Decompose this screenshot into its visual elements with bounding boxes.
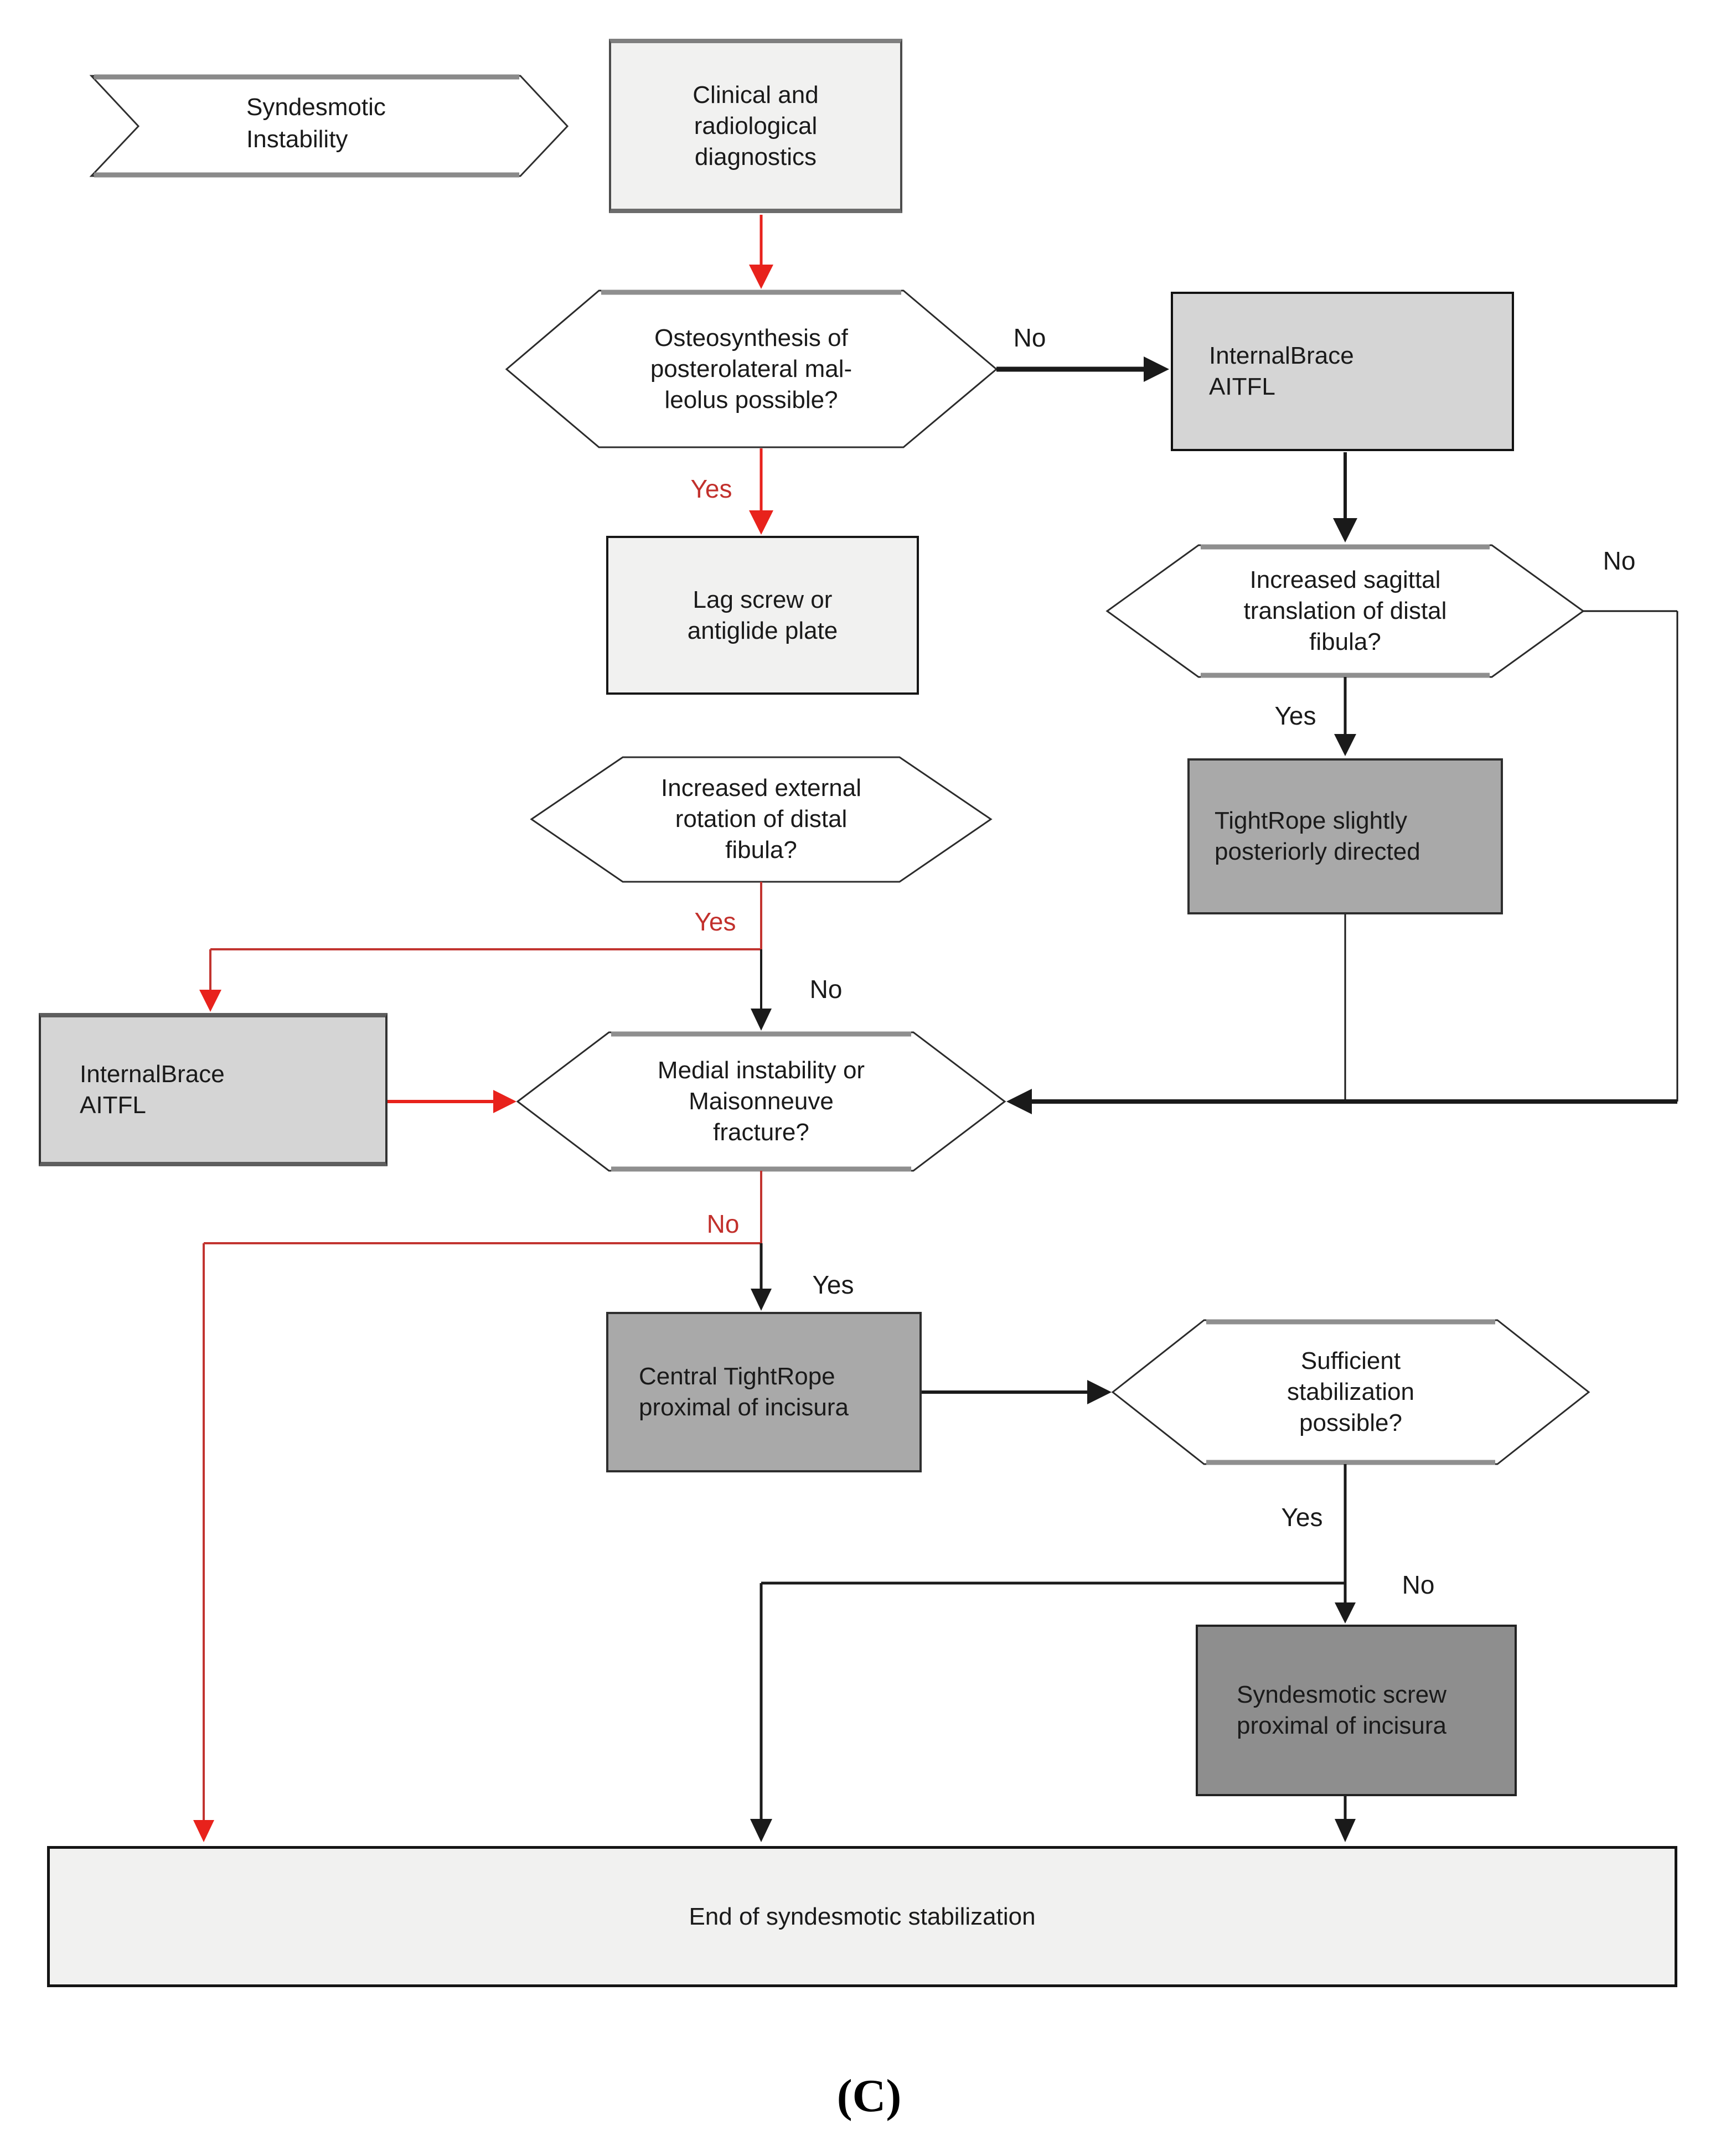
connector-central-to-sufficient [922,1380,1112,1404]
node-lag-screw: Lag screw or antiglide plate [606,536,919,695]
node-end-bar: End of syndesmotic stabilization [47,1846,1677,1987]
hexagon-sagittal-label: Increased sagittal translation of distal… [1243,566,1447,655]
connector-medial-no-to-endbar [193,1171,762,1842]
edge-label-sagittal-no: No [1603,546,1636,575]
connector-internalbrace-right-to-sagittal [1333,452,1357,542]
node-lag-screw-label: Lag screw or antiglide plate [687,586,838,644]
connector-medial-yes-to-central [751,1243,772,1311]
edge-label-osteo-yes: Yes [690,474,732,503]
connector-sufficient-yes-to-endbar [750,1464,1347,1842]
connector-external-yes-to-internalbrace-left [199,882,762,1012]
edge-label-external-no: No [809,975,843,1004]
node-internalbrace-right-label: InternalBrace AITFL [1209,342,1354,400]
edge-label-osteo-no: No [1013,323,1046,352]
hexagon-osteosynthesis-label: Osteosynthesis of posterolateral mal- le… [650,324,852,413]
connector-sagittal-yes-to-tightrope [1334,677,1356,756]
connector-sagittal-no-to-medial [1006,610,1678,1114]
hexagon-external-rotation-label: Increased external rotation of distal fi… [661,774,861,864]
node-internalbrace-left-label: InternalBrace AITFL [80,1060,225,1119]
connector-external-no-to-medial [751,949,772,1031]
edge-label-sagittal-yes: Yes [1274,701,1316,730]
node-syndesmotic-screw-label: Syndesmotic screw proximal of incisura [1237,1681,1447,1739]
hexagon-sufficient-stabilization [1111,1319,1590,1465]
connector-screw-to-endbar [1335,1796,1356,1842]
edge-label-sufficient-no: No [1402,1570,1435,1599]
node-tightrope-posterior: TightRope slightly posteriorly directed [1187,758,1503,914]
node-central-tightrope: Central TightRope proximal of incisura [606,1312,922,1472]
hexagon-sufficient-label: Sufficient stabilization possible? [1287,1347,1414,1436]
start-banner-shape [89,74,569,178]
connector-osteo-yes-to-lagscrew [749,448,773,535]
figure-caption: (C) [836,2070,902,2122]
node-clinical-diagnostics: Clinical and radiological diagnostics [609,39,902,213]
start-banner-label: Syndesmotic Instability [246,94,386,153]
edge-label-sufficient-yes: Yes [1281,1503,1323,1532]
hexagon-medial-label: Medial instability or Maisonneuve fractu… [657,1057,865,1146]
connector-clinical-to-osteo [749,215,773,289]
edge-label-external-yes: Yes [694,907,736,936]
node-end-bar-label: End of syndesmotic stabilization [689,1902,1036,1930]
hexagon-medial-instability [516,1031,1006,1172]
node-internalbrace-right: InternalBrace AITFL [1171,292,1514,451]
node-central-tightrope-label: Central TightRope proximal of incisura [639,1363,849,1421]
node-internalbrace-left: InternalBrace AITFL [39,1013,388,1166]
connector-internalbrace-left-to-medial [388,1090,516,1113]
hexagon-sagittal-translation [1105,544,1585,678]
edge-label-medial-no: No [706,1209,740,1238]
connector-osteo-no-to-internalbrace-right [996,356,1169,382]
hexagon-external-rotation [530,756,993,883]
connector-sufficient-no-to-screw [1335,1583,1356,1624]
node-tightrope-posterior-label: TightRope slightly posteriorly directed [1215,807,1420,865]
node-syndesmotic-screw: Syndesmotic screw proximal of incisura [1196,1625,1517,1796]
edge-label-medial-yes: Yes [812,1270,854,1299]
node-clinical-diagnostics-label: Clinical and radiological diagnostics [693,81,819,170]
